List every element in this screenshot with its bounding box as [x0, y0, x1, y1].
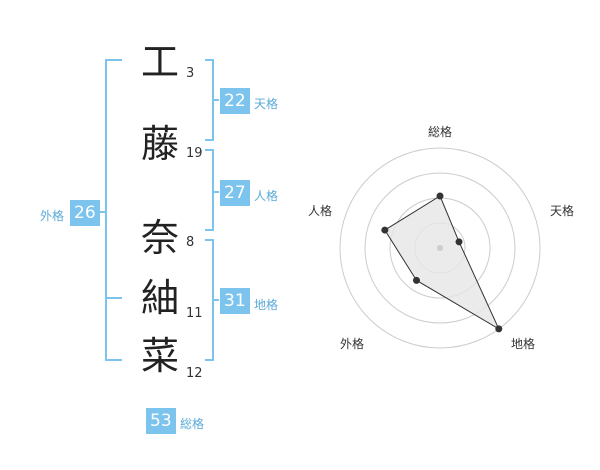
- jinkaku-value: 27: [220, 180, 250, 206]
- radar-center: [437, 245, 443, 251]
- chikaku-value: 31: [220, 288, 250, 314]
- radar-label-chikaku: 地格: [511, 337, 536, 351]
- radar-point-2: [495, 325, 503, 333]
- name-char-1: 工: [140, 40, 179, 84]
- tenkaku-value: 22: [220, 88, 250, 114]
- chikaku-label: 地格: [254, 298, 279, 312]
- radar-label-soukaku: 総格: [428, 125, 453, 139]
- stroke-count-4: 11: [186, 306, 203, 321]
- name-char-2: 藤: [140, 122, 179, 166]
- radar-shape: [384, 195, 500, 331]
- radar-label-gaikaku: 外格: [340, 337, 365, 351]
- stroke-count-5: 12: [186, 366, 203, 381]
- tenkaku-label: 天格: [254, 97, 279, 111]
- soukaku-label: 総格: [180, 417, 205, 431]
- name-char-4: 紬: [140, 276, 179, 320]
- radar-point-1: [455, 238, 463, 246]
- name-char-3: 奈: [140, 216, 179, 260]
- soukaku-value: 53: [146, 408, 176, 434]
- radar-label-jinkaku: 人格: [308, 204, 333, 218]
- stroke-count-1: 3: [186, 66, 195, 81]
- jinkaku-label: 人格: [254, 189, 279, 203]
- stroke-count-3: 8: [186, 235, 195, 250]
- radar-point-0: [436, 192, 444, 200]
- radar-point-3: [412, 276, 420, 284]
- radar-label-tenkaku: 天格: [550, 204, 575, 218]
- gaikaku-value: 26: [70, 200, 100, 226]
- name-char-5: 菜: [140, 334, 179, 378]
- gaikaku-label: 外格: [40, 209, 65, 223]
- radar-ring-4: [339, 147, 541, 349]
- radar-ring-3: [364, 172, 516, 324]
- stroke-count-2: 19: [186, 146, 203, 161]
- radar-point-4: [381, 226, 389, 234]
